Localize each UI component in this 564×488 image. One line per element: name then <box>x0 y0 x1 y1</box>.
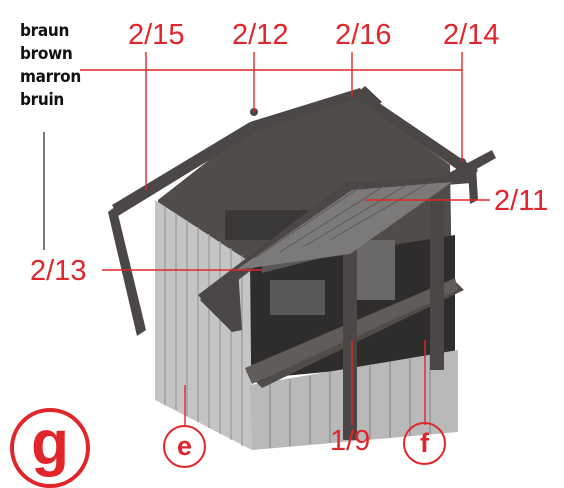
part-label-2-12: 2/12 <box>232 19 289 51</box>
leader-lines <box>80 52 490 425</box>
part-label-2-14: 2/14 <box>443 19 500 51</box>
color-name-fr: marron <box>20 67 81 87</box>
part-label-2-11: 2/11 <box>494 185 549 217</box>
part-label-2-16: 2/16 <box>335 19 392 51</box>
color-name-de: braun <box>20 21 70 41</box>
part-label-2-13: 2/13 <box>30 255 87 287</box>
side-wall-left <box>155 200 252 450</box>
part-label-2-15: 2/15 <box>128 19 185 51</box>
front-post-right <box>430 200 444 370</box>
color-name-nl: bruin <box>20 90 65 110</box>
color-names: braun brown marron bruin <box>20 20 81 112</box>
front-post-left <box>343 200 357 440</box>
assembly-diagram <box>43 52 496 450</box>
roof-beam-right <box>250 88 365 132</box>
color-name-en: brown <box>20 44 73 64</box>
awning-roof <box>236 182 452 270</box>
kiosk-model <box>108 86 496 450</box>
sub-label-f: f <box>403 422 446 465</box>
part-label-1-9: 1/9 <box>330 425 371 457</box>
sub-label-e: e <box>163 425 206 468</box>
step-letter-badge: g <box>10 408 90 488</box>
